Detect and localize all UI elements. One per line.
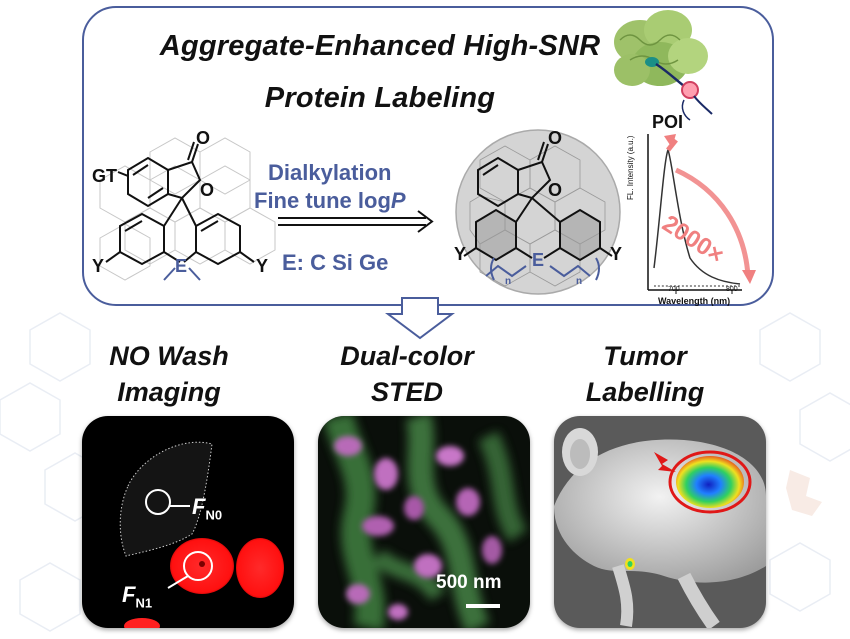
reaction-text-logp-prefix: Fine tune log [254,188,391,213]
mol-left-y-right-label: Y [256,256,269,276]
section-sted-line2: STED [370,377,443,407]
fn1-sub: N1 [135,595,153,611]
red-cell-2 [236,538,284,598]
section-label-tumor: Tumor Labelling [545,338,745,410]
title-line-2: Protein Labeling [264,82,496,114]
reaction-text-elements: E: C Si Ge [282,250,389,275]
poi-label: POI [652,112,684,132]
fn1-label: FN1 [122,582,152,610]
protein-blob [614,10,708,86]
spectrum-tick-700: 700 [668,286,680,293]
title-line-1: Aggregate-Enhanced High-SNR [159,30,601,62]
spectrum-curve-bright [653,147,741,285]
mol-left-e-label: E [175,256,188,276]
mol-left-o-top-label: O [196,128,211,148]
reaction-text-dialkylation: Dialkylation [268,160,392,185]
scale-label: 500 nm [436,572,502,593]
section-tumor-line1: Tumor [603,341,687,371]
reaction-text-logp-italic: P [390,188,406,213]
sted-image-svg [323,416,528,628]
cell-outline [119,441,213,557]
mol-right-o-ring-label: O [548,180,563,200]
spectrum-tick-800: 800 [726,286,738,293]
nowash-image-svg [119,441,284,628]
tumor-image [554,416,766,628]
fn0-label: FN0 [192,494,222,522]
mol-left-y-left-label: Y [92,256,105,276]
section-sted-line1: Dual-color [340,341,474,371]
mol-right-n-left-label: n [505,276,512,287]
fn0-sub: N0 [205,507,223,523]
section-nowash-line1: NO Wash [109,341,229,371]
fn1-circle [183,551,213,581]
mol-right-y-left-label: Y [454,244,467,264]
mol-right-o-top-label: O [548,128,563,148]
tumor-ring [668,450,752,514]
fn0-circle [145,489,171,515]
section-label-nowash: NO Wash Imaging [69,338,269,410]
tumor-image-svg [554,428,766,628]
section-tumor-line2: Labelling [585,377,705,407]
mol-right-y-right-label: Y [610,244,623,264]
spectrum-xlabel: Wavelength (nm) [658,296,731,306]
mol-right-e-label: E [532,250,545,270]
section-label-sted: Dual-color STED [307,338,507,410]
mol-left-o-ring-label: O [200,180,215,200]
section-nowash-line2: Imaging [117,377,221,407]
nowash-image [82,416,294,628]
reaction-text-logp: Fine tune logP [254,188,406,214]
mol-right-n-right-label: n [576,276,583,287]
sted-image [318,416,530,628]
mol-left-gt-label: GT [92,166,117,186]
tumor-heatmap [676,456,744,508]
fn0-main: F [192,494,206,519]
fn1-main: F [122,582,136,607]
red-arrow-icon [654,452,676,472]
